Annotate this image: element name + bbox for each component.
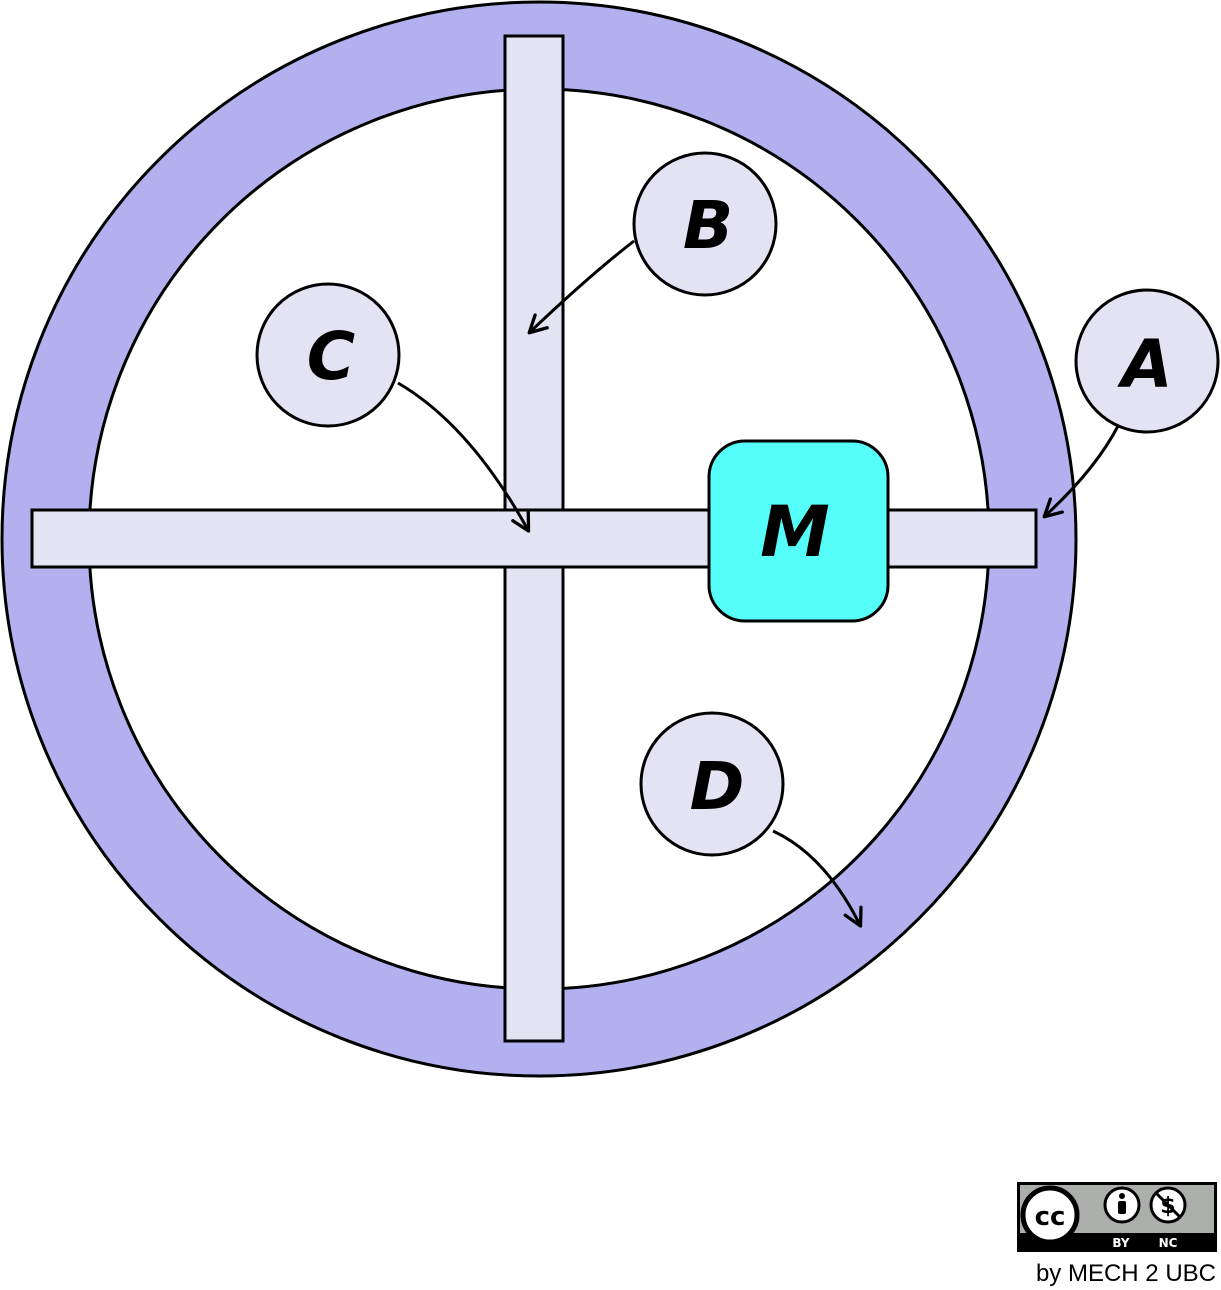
label-b-bubble xyxy=(632,151,778,297)
label-b-text: B xyxy=(683,187,733,264)
cc-icon-text: cc xyxy=(1035,1202,1066,1232)
label-d-bubble xyxy=(639,711,785,857)
label-a-bubble xyxy=(1074,288,1220,434)
credit-line: by MECH 2 UBC xyxy=(1036,1260,1216,1287)
label-d-text: D xyxy=(690,748,745,825)
label-c-text: C xyxy=(307,318,355,395)
spoke-junction xyxy=(506,511,562,566)
motor-label: M xyxy=(760,491,830,573)
arrow-c xyxy=(397,381,531,533)
label-c-bubble xyxy=(255,282,401,428)
arrow-a xyxy=(1042,425,1120,519)
arrow-b xyxy=(527,239,635,335)
motor-block xyxy=(707,439,890,623)
arrow-d xyxy=(772,829,863,928)
label-a-text: A xyxy=(1116,326,1172,403)
cc-icon xyxy=(1020,1185,1080,1245)
by-label: BY xyxy=(1112,1236,1129,1250)
nc-label: NC xyxy=(1159,1236,1178,1250)
cc-by-nc-badge: cc $ BY NC xyxy=(1017,1182,1217,1252)
